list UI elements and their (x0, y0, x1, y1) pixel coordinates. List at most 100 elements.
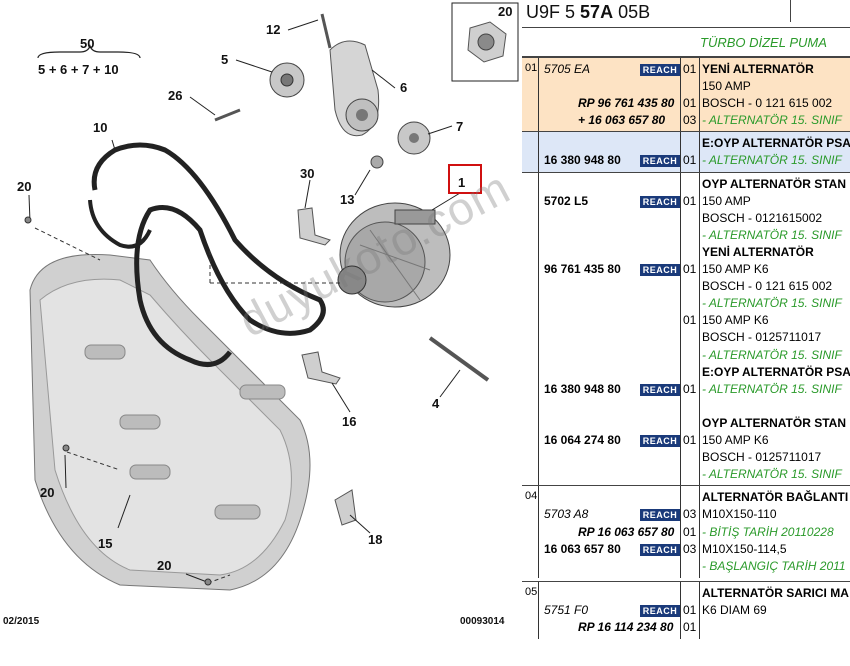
callout-20-b: 20 (40, 485, 54, 500)
column-divider (538, 58, 539, 133)
part-reference[interactable]: + 16 063 657 80 (578, 113, 666, 128)
bracket-30 (297, 207, 331, 246)
callout-26: 26 (168, 88, 182, 103)
callout-20: 20 (17, 179, 31, 194)
part-description: BOSCH - 0125711017 (702, 450, 822, 465)
reach-badge: REACH (640, 509, 680, 522)
quantity: 01 (683, 193, 697, 208)
part-reference[interactable]: 5702 L5 (544, 193, 589, 208)
group-number: 01 (525, 62, 538, 74)
callout-50: 50 (80, 36, 94, 51)
highlight-box (448, 164, 482, 194)
callout-13: 13 (340, 192, 354, 207)
part-description: - ALTERNATÖR 15. SINIF (702, 347, 842, 362)
reach-badge: REACH (640, 604, 680, 617)
part-reference[interactable]: 16 380 948 80 (544, 381, 621, 396)
part-description: 150 AMP (702, 79, 751, 94)
part-reference[interactable]: RP 16 063 657 80 (578, 524, 675, 539)
footer-date: 02/2015 (3, 616, 40, 627)
callout-16: 16 (342, 414, 356, 429)
code-part-b: 57A (580, 2, 614, 22)
bolt-12 (320, 13, 332, 49)
part-reference[interactable]: 16 380 948 80 (544, 153, 621, 168)
reach-badge: REACH (640, 435, 680, 448)
part-description: YENİ ALTERNATÖR (702, 244, 814, 259)
group-number: 04 (525, 490, 538, 503)
parts-diagram: 20 (3, 2, 519, 627)
inset-number: 20 (498, 4, 512, 19)
reach-badge: REACH (640, 383, 680, 396)
engine-title-bar: TÜRBO DİZEL PUMA (522, 28, 850, 57)
column-divider (699, 58, 700, 133)
reach-badge: REACH (640, 155, 680, 168)
part-description: M10X150-110 (702, 507, 777, 522)
part-reference[interactable]: RP 16 114 234 80 (578, 620, 674, 635)
callout-12: 12 (266, 22, 280, 37)
part-description: OYP ALTERNATÖR STAN (702, 415, 846, 430)
quantity: 01 (683, 524, 697, 539)
panel-header: U9F 5 57A 05B (522, 0, 850, 28)
cover-rib (119, 414, 161, 430)
part-reference[interactable]: 16 063 657 80 (544, 541, 621, 556)
part-description: BOSCH - 0121615002 (702, 210, 823, 225)
part-description: - ALTERNATÖR 15. SINIF (702, 153, 842, 168)
callout-5: 5 (221, 52, 228, 67)
reach-badge: REACH (640, 543, 680, 556)
quantity: 01 (683, 620, 697, 635)
footer-code: 00093014 (460, 616, 505, 627)
part-description: - ALTERNATÖR 15. SINIF (702, 296, 842, 311)
reach-badge: REACH (640, 264, 680, 277)
leader-lines (28, 19, 461, 583)
quantity: 01 (683, 62, 697, 76)
column-divider (680, 132, 681, 173)
part-reference[interactable]: 96 761 435 80 (544, 262, 621, 277)
part-reference[interactable]: 5705 EA (544, 62, 591, 76)
part-description: OYP ALTERNATÖR STAN (702, 176, 846, 191)
quantity: 03 (683, 541, 697, 556)
part-description: - ALTERNATÖR 15. SINIF (702, 227, 842, 242)
engine-title: TÜRBO DİZEL PUMA (700, 35, 827, 50)
part-description: E:OYP ALTERNATÖR PSA (702, 136, 850, 151)
part-description: YENİ ALTERNATÖR (702, 62, 814, 76)
part-description: BOSCH - 0125711017 (702, 330, 822, 345)
part-reference[interactable]: 5751 F0 (544, 602, 589, 617)
bolt-4 (428, 336, 490, 382)
column-divider (538, 172, 539, 487)
bracket-16 (301, 351, 341, 385)
catalog-code: U9F 5 57A 05B (526, 2, 650, 23)
drive-belt-lower (88, 199, 152, 249)
part-description: - ALTERNATÖR 15. SINIF (702, 113, 842, 128)
column-divider (699, 172, 700, 487)
code-part-c: 05B (618, 2, 651, 22)
part-reference[interactable]: 16 064 274 80 (544, 433, 621, 448)
stud-26 (214, 108, 241, 122)
quantity: 01 (683, 153, 697, 168)
pulley-7-hub (409, 133, 419, 143)
part-reference[interactable]: RP 96 761 435 80 (578, 96, 675, 111)
column-divider (680, 486, 681, 578)
part-description: - ALTERNATÖR 15. SINIF (702, 467, 842, 482)
part-reference[interactable]: 5703 A8 (544, 507, 589, 522)
header-divider (790, 0, 791, 22)
quantity: 03 (683, 507, 697, 522)
callout-20-c: 20 (157, 558, 171, 573)
nut-hole (477, 33, 495, 51)
callout-group: 5 + 6 + 7 + 10 (38, 62, 119, 77)
column-divider (699, 486, 700, 578)
callout-10: 10 (93, 120, 107, 135)
part-description: 150 AMP K6 (702, 313, 769, 328)
washer-13 (370, 155, 384, 169)
part-description: - BAŞLANGIÇ TARİH 2011 (702, 558, 846, 573)
column-divider (538, 486, 539, 578)
callout-1: 1 (458, 175, 465, 190)
quantity: 01 (683, 96, 697, 111)
column-divider (680, 58, 681, 133)
part-description: ALTERNATÖR SARICI MA (702, 585, 849, 600)
part-description: ALTERNATÖR BAĞLANTI (702, 490, 849, 505)
dashed-leaders (34, 227, 340, 584)
part-description: E:OYP ALTERNATÖR PSA (702, 364, 850, 379)
